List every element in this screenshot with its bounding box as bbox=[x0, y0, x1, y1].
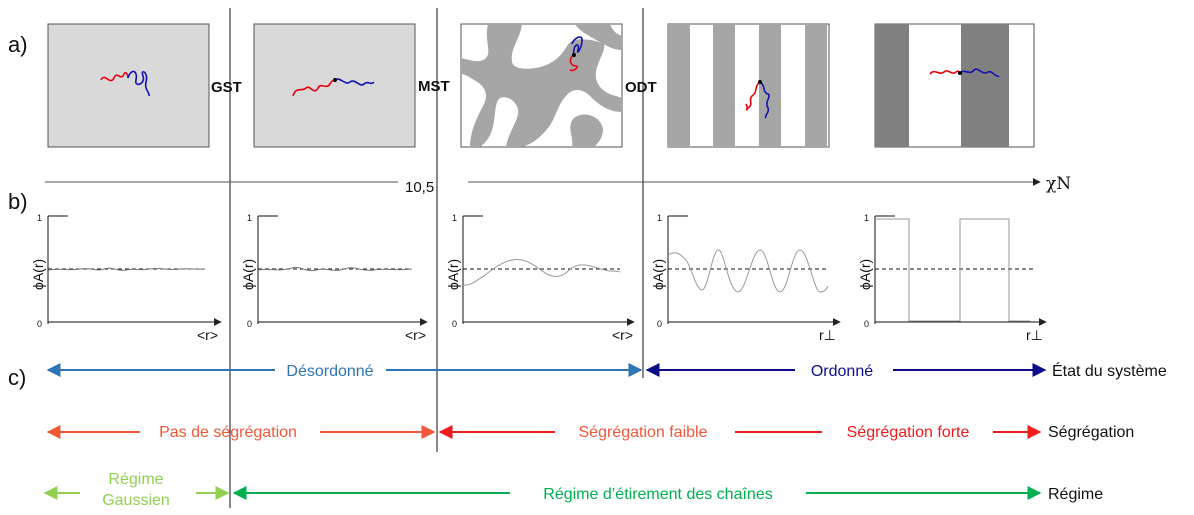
morphology-panel-4 bbox=[667, 23, 830, 148]
chi-n-axis-label: χN bbox=[1046, 174, 1071, 194]
domain-pattern bbox=[461, 24, 622, 147]
chain-icon-1 bbox=[100, 70, 150, 97]
ytick-top: 1 bbox=[37, 213, 42, 223]
transition-label-odt: ODT bbox=[625, 79, 657, 96]
profile-xlabel: <r> bbox=[405, 327, 426, 343]
ytick-bottom: 0 bbox=[657, 319, 662, 329]
profile-plot-3: 1 0 ϕA(r) <r> bbox=[445, 213, 635, 343]
profile-ylabel: ϕA(r) bbox=[240, 259, 256, 290]
ytick-top: 1 bbox=[452, 213, 457, 223]
ytick-top: 1 bbox=[657, 213, 662, 223]
segregation-row-label: Ségrégation bbox=[1048, 424, 1134, 441]
state-disordered-label: Désordonné bbox=[286, 363, 373, 380]
section-label-c: c) bbox=[8, 365, 26, 390]
lamellae-strong bbox=[875, 24, 1009, 147]
regime-gaussian-label-line2: Gaussien bbox=[102, 492, 170, 509]
ytick-top: 1 bbox=[247, 213, 252, 223]
segregation-weak-label: Ségrégation faible bbox=[579, 424, 708, 441]
critical-value-label: 10,5 bbox=[405, 179, 434, 196]
section-label-b: b) bbox=[8, 189, 28, 214]
section-label-a: a) bbox=[8, 32, 28, 57]
profile-ylabel: ϕA(r) bbox=[30, 259, 46, 290]
chain-icon-2 bbox=[292, 78, 375, 97]
profile-xlabel: <r> bbox=[197, 327, 218, 343]
profile-plot-5: 1 0 ϕA(r) r⊥ bbox=[857, 213, 1047, 343]
chain-icon-4 bbox=[745, 80, 770, 119]
lamellae-weak bbox=[668, 24, 827, 147]
ytick-bottom: 0 bbox=[452, 319, 457, 329]
ytick-top: 1 bbox=[864, 213, 869, 223]
segregation-none-label: Pas de ségrégation bbox=[159, 424, 297, 441]
morphology-panel-2 bbox=[253, 23, 416, 148]
regime-gaussian-label-line1: Régime bbox=[108, 471, 163, 488]
chain-icon-3 bbox=[569, 36, 583, 72]
ytick-bottom: 0 bbox=[37, 319, 42, 329]
chain-icon-5 bbox=[929, 68, 1000, 78]
state-ordered-label: Ordonné bbox=[811, 363, 873, 380]
profile-ylabel: ϕA(r) bbox=[650, 259, 666, 290]
profile-ylabel: ϕA(r) bbox=[445, 259, 461, 290]
segregation-strong-label: Ségrégation forte bbox=[847, 424, 970, 441]
state-row-label: État du système bbox=[1052, 361, 1167, 380]
profile-xlabel: r⊥ bbox=[819, 327, 836, 343]
profile-xlabel: r⊥ bbox=[1026, 327, 1043, 343]
ytick-bottom: 0 bbox=[864, 319, 869, 329]
profile-ylabel: ϕA(r) bbox=[857, 259, 873, 290]
morphology-panel-1 bbox=[47, 23, 210, 148]
ytick-bottom: 0 bbox=[247, 319, 252, 329]
regime-stretching-label: Régime d’étirement des chaînes bbox=[543, 486, 772, 503]
transition-label-gst: GST bbox=[211, 79, 242, 96]
transition-label-mst: MST bbox=[418, 78, 450, 95]
profile-plot-1: 1 0 ϕA(r) <r> bbox=[30, 213, 222, 343]
profile-xlabel: <r> bbox=[612, 327, 633, 343]
regime-row-label: Régime bbox=[1048, 486, 1103, 503]
profile-plot-4: 1 0 ϕA(r) r⊥ bbox=[650, 213, 841, 343]
profile-plot-2: 1 0 ϕA(r) <r> bbox=[240, 213, 428, 343]
